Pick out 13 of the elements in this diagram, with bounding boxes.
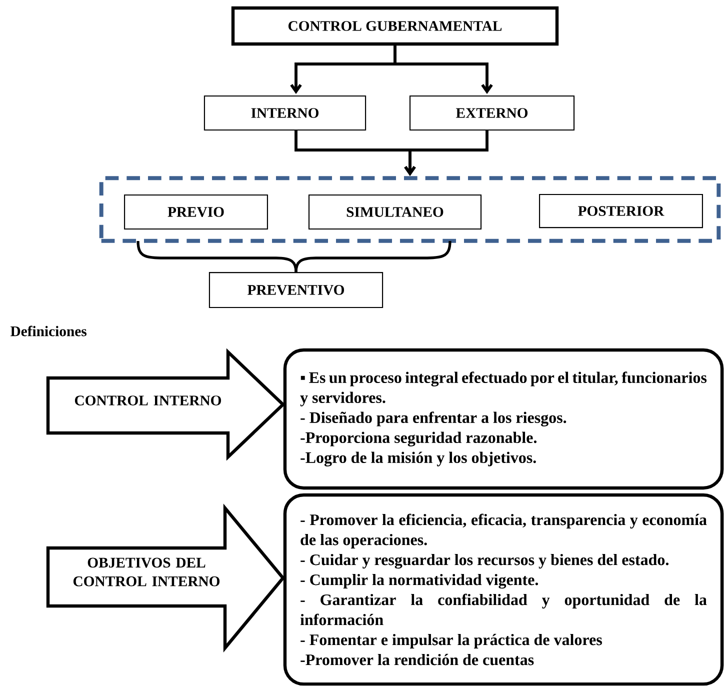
label-box: INTERNO xyxy=(204,95,366,131)
dashed-frame xyxy=(99,176,721,243)
label-box: POSTERIOR xyxy=(539,194,703,228)
connector xyxy=(394,46,493,94)
connector xyxy=(404,130,488,176)
label-box: PREVIO xyxy=(124,194,268,230)
text-box: - Promover la eficiencia, eficacia, transparencia y economía de las operaciones. - Cuidar y resguardar los recursos y bienes del estado. - Cumplir la normatividad vigente. - Garantizar la confiabilidad y oportunidad de la información - Fomentar e impulsar la práctica de valores -Promover la rendición de cuentas xyxy=(283,493,724,686)
section-heading: Definiciones xyxy=(10,326,86,336)
label-box: PREVENTIVO xyxy=(208,272,384,308)
label-box: EXTERNO xyxy=(409,95,575,131)
label-box: SIMULTANEO xyxy=(308,194,482,230)
label-box: CONTROL GUBERNAMENTAL xyxy=(231,6,559,46)
text-box: ▪ Es un proceso integral efectuado por el titular, funcionarios y servidores. - Diseñado para enfrentar a los riesgos. -Proporciona seguridad razonable. -Logro de la misión y los objetivos. xyxy=(283,348,724,490)
